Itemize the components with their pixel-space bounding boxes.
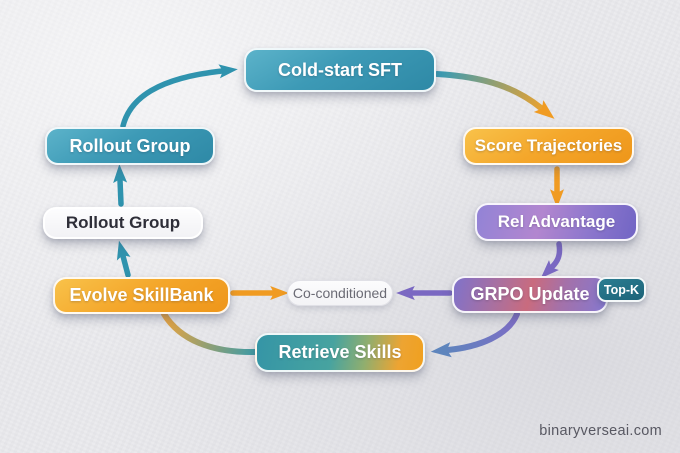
node-evolve-skillbank: Evolve SkillBank	[53, 277, 230, 314]
node-co-conditioned-label: Co-conditioned	[292, 285, 388, 301]
node-cold-start-sft: Cold-start SFT	[244, 48, 436, 92]
arrow-coldstart-to-score	[434, 71, 555, 119]
arrow-rolloutwhite-to-rolloutteal	[113, 164, 128, 207]
arrow-evolve-to-rolloutwhite	[116, 240, 131, 278]
node-rollout-group-white: Rollout Group	[43, 207, 203, 239]
node-grpo-update: GRPO Update	[452, 276, 608, 313]
arrow-rollout-to-coldstart	[120, 64, 238, 129]
node-retrieve-skills-label: Retrieve Skills	[278, 342, 402, 362]
arrow-grpo-to-retrieve	[430, 311, 520, 358]
node-retrieve-skills: Retrieve Skills	[255, 333, 425, 372]
node-evolve-skillbank-label: Evolve SkillBank	[69, 285, 214, 305]
link-retrieve-to-evolve	[161, 311, 259, 356]
node-score-trajectories-label: Score Trajectories	[474, 136, 623, 155]
node-cold-start-sft-label: Cold-start SFT	[278, 59, 402, 80]
node-grpo-update-label: GRPO Update	[470, 284, 590, 304]
node-score-trajectories: Score Trajectories	[463, 127, 634, 165]
node-rollout-group-top: Rollout Group	[45, 127, 215, 165]
top-k-badge: Top-K	[597, 277, 646, 302]
watermark: binaryverseai.com	[539, 423, 662, 439]
node-rel-advantage-label: Rel Advantage	[497, 212, 616, 231]
node-co-conditioned: Co-conditioned	[287, 280, 393, 306]
top-k-badge-label: Top-K	[603, 282, 640, 297]
arrow-rel-to-grpo	[540, 241, 563, 279]
node-rel-advantage: Rel Advantage	[475, 203, 638, 241]
node-rollout-group-white-label: Rollout Group	[65, 213, 181, 232]
node-rollout-group-top-label: Rollout Group	[69, 135, 191, 156]
